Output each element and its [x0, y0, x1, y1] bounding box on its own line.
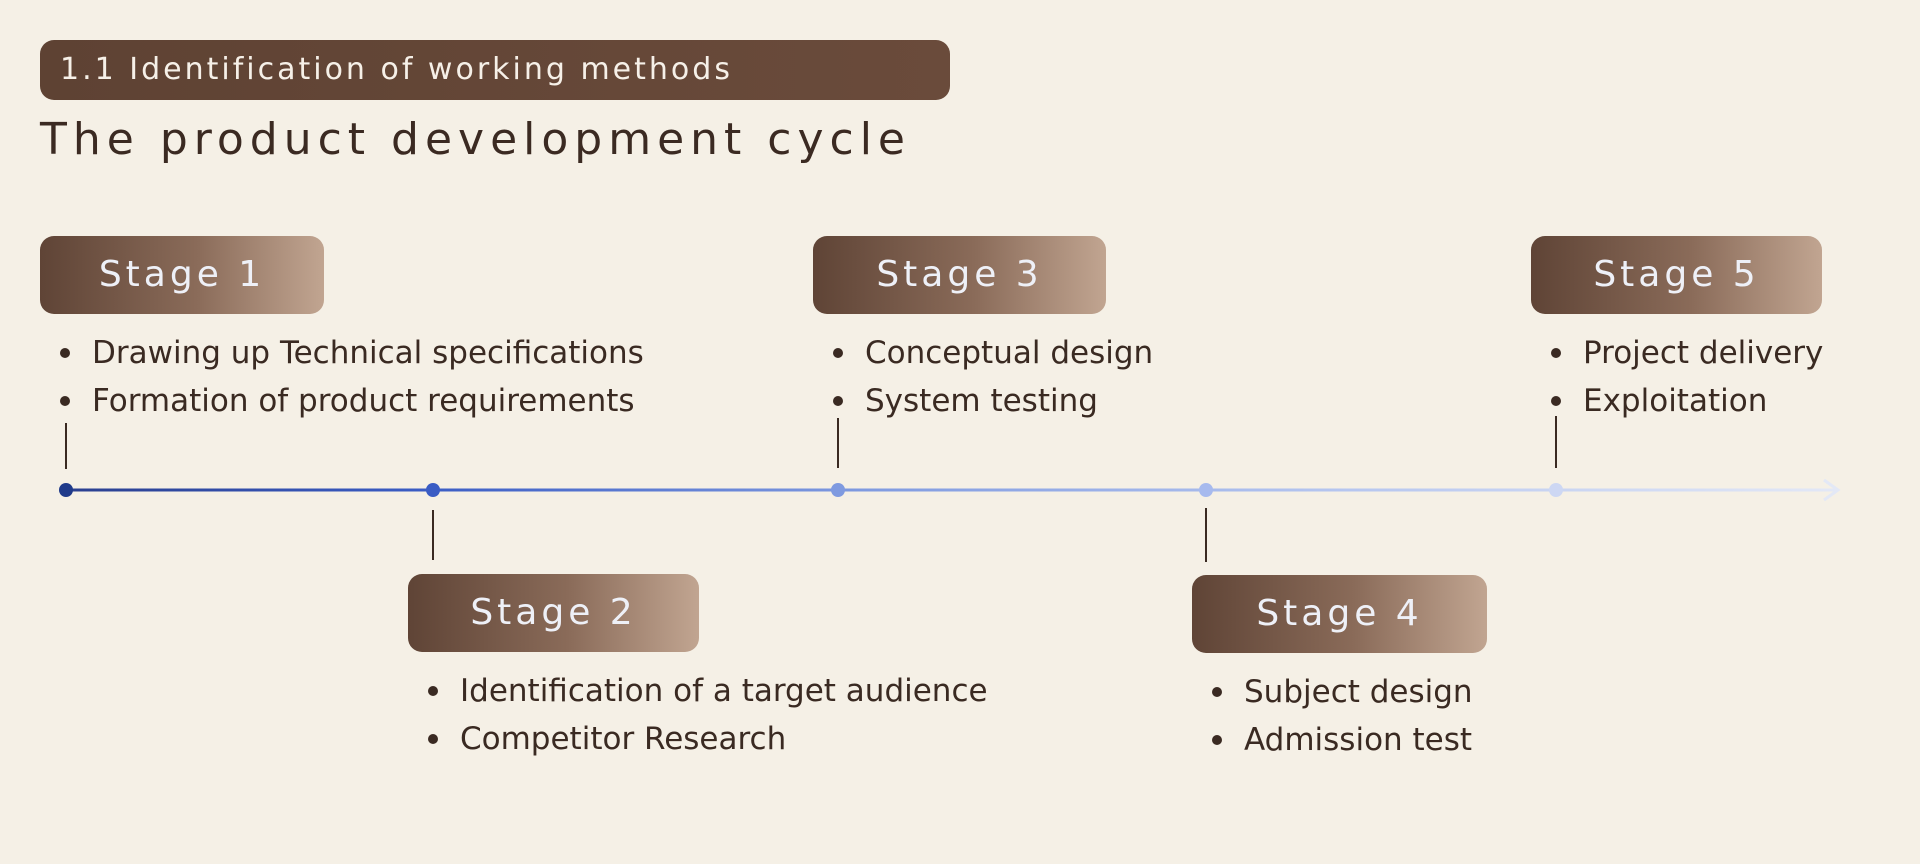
stage-1-list: Drawing up Technical specifications Form… [40, 329, 644, 425]
timeline-arrow-icon [1823, 478, 1841, 502]
stage-3-list: Conceptual design System testing [813, 329, 1153, 425]
stage-2-marker [426, 483, 440, 497]
list-item: Exploitation [1531, 377, 1823, 425]
list-item: Identification of a target audience [408, 667, 988, 715]
stage-4-list: Subject design Admission test [1192, 668, 1473, 764]
page-title: The product development cycle [40, 114, 911, 165]
stage-1-marker [59, 483, 73, 497]
stage-2-list: Identification of a target audience Comp… [408, 667, 988, 763]
stage-4-marker [1199, 483, 1213, 497]
stage-5-marker [1549, 483, 1563, 497]
stage-2-badge: Stage 2 [408, 574, 699, 652]
list-item: Admission test [1192, 716, 1473, 764]
stage-5-list: Project delivery Exploitation [1531, 329, 1823, 425]
list-item: Subject design [1192, 668, 1473, 716]
stage-1-badge: Stage 1 [40, 236, 324, 314]
list-item: Competitor Research [408, 715, 988, 763]
stage-3-badge: Stage 3 [813, 236, 1106, 314]
list-item: Drawing up Technical specifications [40, 329, 644, 377]
section-badge: 1.1 Identification of working methods [40, 40, 950, 100]
list-item: Formation of product requirements [40, 377, 644, 425]
stage-5-badge: Stage 5 [1531, 236, 1822, 314]
stage-4-badge: Stage 4 [1192, 575, 1487, 653]
list-item: System testing [813, 377, 1153, 425]
list-item: Project delivery [1531, 329, 1823, 377]
list-item: Conceptual design [813, 329, 1153, 377]
stage-3-marker [831, 483, 845, 497]
